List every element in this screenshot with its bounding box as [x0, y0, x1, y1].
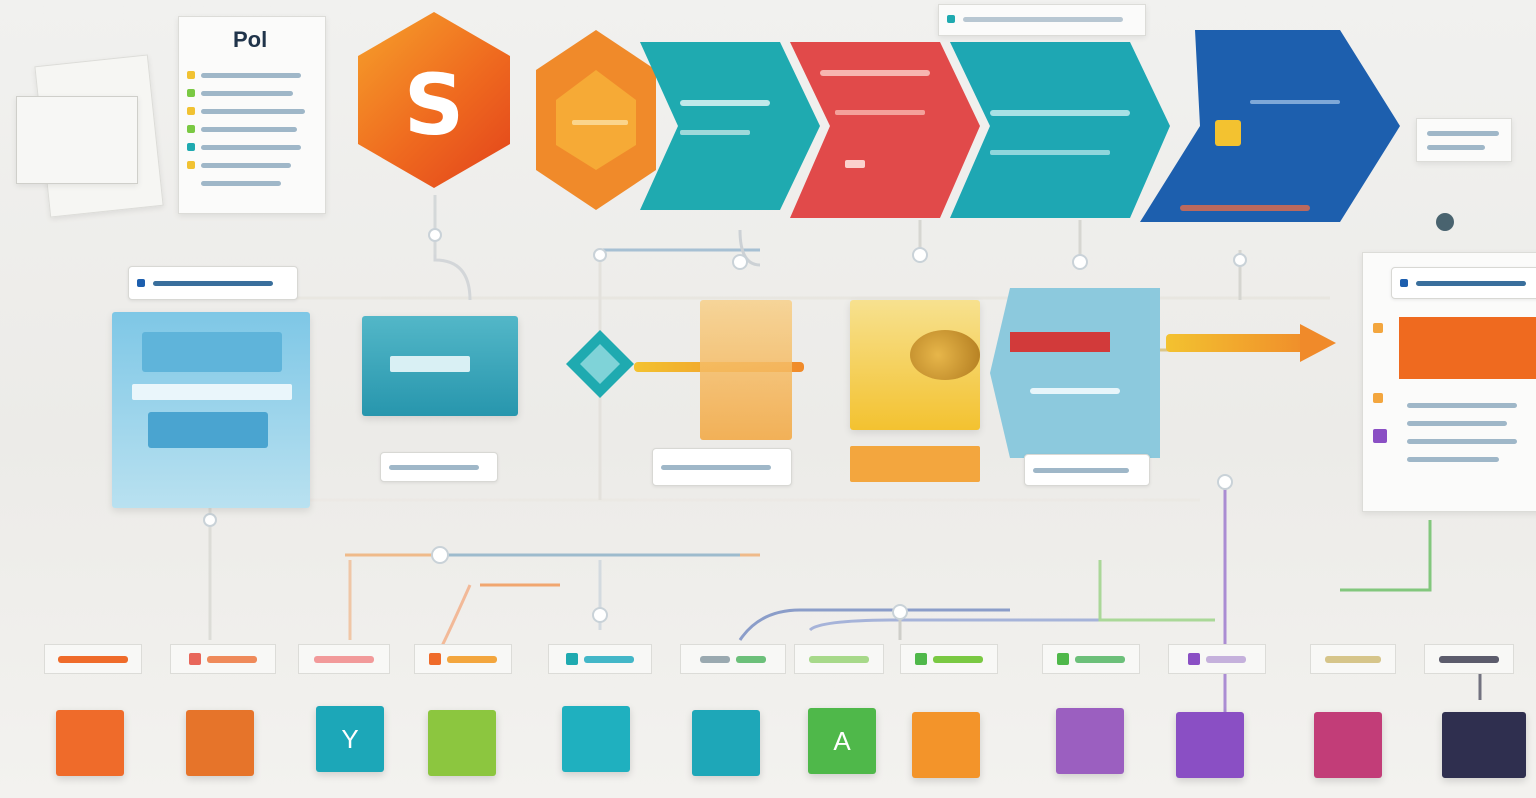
- document-outline: [16, 96, 138, 184]
- bottom-tag-10: [1168, 644, 1266, 674]
- process-step-4: [1140, 30, 1400, 222]
- bottom-tag-4: [414, 644, 512, 674]
- hexagon-logo: S: [358, 12, 510, 188]
- bottom-tag-7: [794, 644, 884, 674]
- middle-label-2: [652, 448, 792, 486]
- right-panel-heading: [1391, 267, 1536, 299]
- orange-hexagon: [536, 30, 656, 210]
- middle-left-heading-label: [128, 266, 298, 300]
- bottom-tile-6: [692, 710, 760, 776]
- list-card-heading: Pol: [233, 27, 268, 52]
- process-step-1: [640, 42, 820, 210]
- bottom-tile-8: [912, 712, 980, 778]
- diamond-node: [566, 330, 634, 398]
- bottom-tile-12: [1442, 712, 1526, 778]
- middle-blue-arrow: [990, 288, 1160, 458]
- bottom-tag-9: [1042, 644, 1140, 674]
- bottom-tag-5: [548, 644, 652, 674]
- bottom-tile-2: [186, 710, 254, 776]
- bottom-tile-1: [56, 710, 124, 776]
- process-chevron-row: [640, 30, 1400, 222]
- bottom-tile-4: [428, 710, 496, 776]
- top-info-card: [938, 4, 1146, 36]
- middle-orange-label: [850, 446, 980, 482]
- long-yellow-arrow: [1166, 334, 1316, 352]
- bottom-tag-6: [680, 644, 786, 674]
- right-info-card: [1416, 118, 1512, 162]
- top-left-list-card: Pol: [178, 16, 326, 214]
- bottom-tag-8: [900, 644, 998, 674]
- bottom-tile-3: Y: [316, 706, 384, 772]
- middle-label-3: [1024, 454, 1150, 486]
- arrow-head-icon: [1300, 324, 1336, 362]
- bottom-tag-12: [1424, 644, 1514, 674]
- middle-orange-block: [700, 300, 792, 440]
- bottom-tag-3: [298, 644, 390, 674]
- bottom-tile-11: [1314, 712, 1382, 778]
- middle-step-teal-box: [362, 316, 518, 416]
- hexagon-logo-letter: S: [403, 56, 465, 154]
- bottom-tile-10: [1176, 712, 1244, 778]
- process-step-3: [950, 42, 1170, 218]
- process-step-2: [790, 42, 980, 218]
- bottom-tag-1: [44, 644, 142, 674]
- bottom-tag-11: [1310, 644, 1396, 674]
- bottom-tile-7: A: [808, 708, 876, 774]
- bottom-tile-9: [1056, 708, 1124, 774]
- middle-label-1: [380, 452, 498, 482]
- right-panel-card: [1362, 252, 1536, 512]
- middle-left-panel: [112, 312, 310, 508]
- bottom-tile-5: [562, 706, 630, 772]
- key-icon: [910, 330, 980, 380]
- bottom-tag-2: [170, 644, 276, 674]
